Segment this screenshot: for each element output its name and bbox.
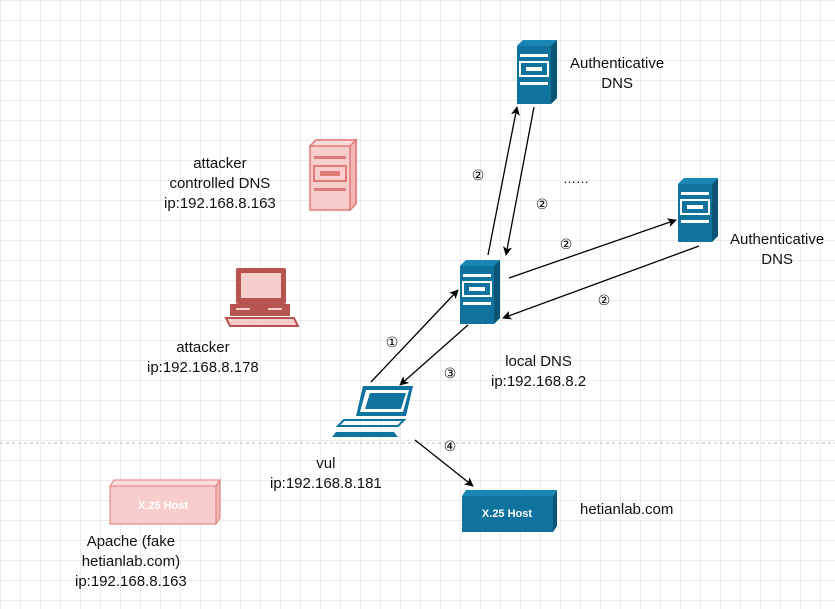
- step-label-3: ③: [444, 366, 457, 382]
- attacker-dns-label-line2: controlled DNS: [169, 175, 271, 192]
- step-label-2: ②: [560, 237, 573, 253]
- vul-label-line2: ip:192.168.8.181: [270, 475, 382, 492]
- attacker-label-line1: attacker: [176, 339, 230, 356]
- arrow-local-to-vul: [399, 324, 469, 386]
- arrow-auth-right-to-local: [502, 245, 700, 320]
- vul-label-line1: vul: [316, 455, 336, 472]
- apache-label-line2: hetianlab.com): [81, 553, 181, 570]
- hetianlab-box-label: X.25 Host: [482, 508, 532, 520]
- auth-dns-top-label: Authenticative DNS: [570, 54, 664, 94]
- apache-box-label: X.25 Host: [138, 500, 188, 512]
- arrow-auth-top-to-local: [503, 106, 535, 256]
- attacker-dns-label: attacker controlled DNS ip:192.168.8.163: [164, 154, 276, 214]
- attacker-dns-label-line3: ip:192.168.8.163: [164, 195, 276, 212]
- apache-label-line1: Apache (fake: [86, 533, 176, 550]
- local-dns-server-icon: [459, 259, 501, 325]
- step-label-4: ④: [444, 439, 457, 455]
- hetianlab-x25-host-icon: X.25 Host: [462, 490, 557, 532]
- auth-dns-top-label-line1: Authenticative: [570, 55, 665, 72]
- arrow-vul-to-hetianlab: [414, 439, 474, 487]
- auth-dns-right-server-icon: [677, 177, 719, 243]
- attacker-label: attacker ip:192.168.8.178: [147, 338, 259, 378]
- auth-dns-right-label: Authenticative DNS: [730, 230, 824, 270]
- ellipsis-label: ……: [563, 171, 589, 186]
- step-label-2: ②: [598, 293, 611, 309]
- step-label-2: ②: [472, 168, 485, 184]
- attacker-label-line2: ip:192.168.8.178: [147, 359, 259, 376]
- arrow-vul-to-local: [370, 289, 459, 383]
- local-dns-label-line2: ip:192.168.8.2: [491, 373, 587, 390]
- auth-dns-top-label-line2: DNS: [601, 75, 633, 92]
- apache-x25-host-icon: X.25 Host: [109, 478, 221, 526]
- arrow-local-to-auth-right: [508, 218, 677, 279]
- attacker-dns-server-icon: [308, 138, 358, 212]
- attacker-computer-icon: [224, 268, 300, 327]
- local-dns-label-line1: local DNS: [505, 353, 572, 370]
- apache-label-line3: ip:192.168.8.163: [75, 573, 187, 590]
- step-label-1: ①: [386, 335, 399, 351]
- apache-label: Apache (fake hetianlab.com) ip:192.168.8…: [75, 532, 187, 592]
- hetianlab-label: hetianlab.com: [580, 501, 674, 518]
- local-dns-label: local DNS ip:192.168.8.2: [491, 352, 586, 392]
- vul-label: vul ip:192.168.8.181: [270, 454, 382, 494]
- vul-laptop-icon: [332, 386, 413, 437]
- step-label-2: ②: [536, 197, 549, 213]
- auth-dns-right-label-line1: Authenticative: [730, 231, 825, 248]
- auth-dns-top-server-icon: [516, 39, 558, 105]
- auth-dns-right-label-line2: DNS: [761, 251, 793, 268]
- arrow-local-to-auth-top: [487, 106, 520, 256]
- attacker-dns-label-line1: attacker: [193, 155, 247, 172]
